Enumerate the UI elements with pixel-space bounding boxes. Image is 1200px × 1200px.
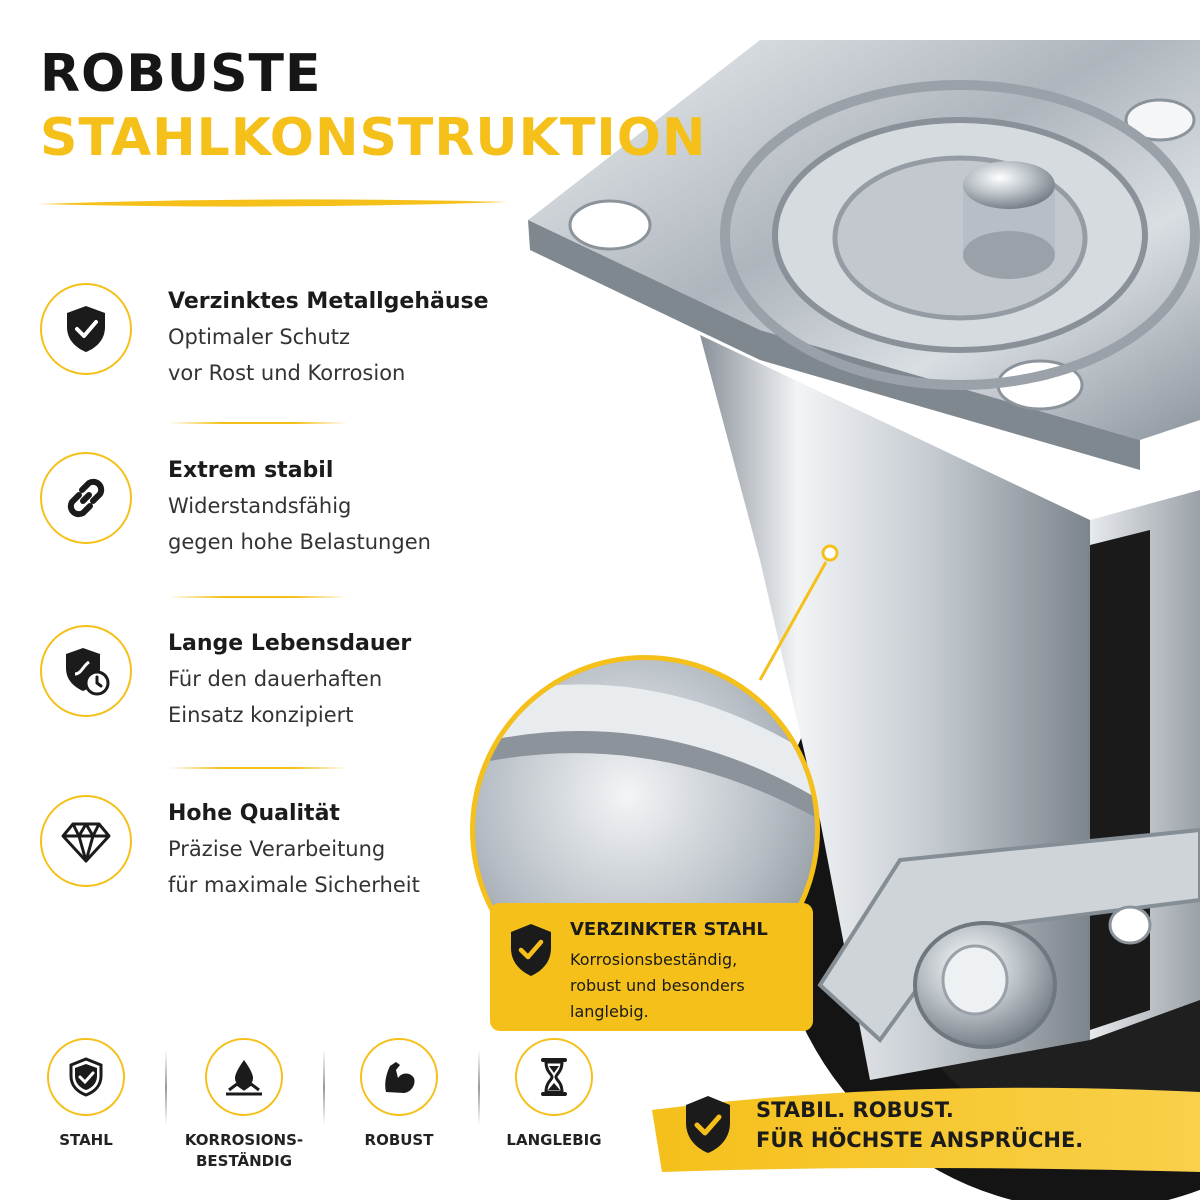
shield-check-icon	[67, 306, 105, 352]
chain-link-icon	[67, 478, 105, 518]
feature-divider	[168, 767, 348, 769]
feature-description-line-1: Präzise Verarbeitung	[168, 837, 386, 861]
headline-line-1: ROBUSTE	[40, 44, 322, 104]
shield-clock-icon	[66, 648, 110, 696]
badge-label: STAHL	[11, 1130, 161, 1151]
headline-line-2: STAHLKONSTRUKTION	[40, 108, 707, 168]
diamond-icon	[61, 822, 111, 863]
badge-label: LANGLEBIG	[479, 1130, 629, 1151]
badge-divider	[165, 1050, 167, 1125]
badge-divider	[478, 1050, 480, 1125]
feature-title: Extrem stabil	[168, 458, 334, 483]
feature-icon-ring	[40, 625, 132, 717]
callout-line-2: robust und besonders	[570, 976, 745, 995]
feature-description-line-2: für maximale Sicherheit	[168, 873, 420, 897]
feature-extremely-stable: Extrem stabil Widerstandsfähig gegen hoh…	[40, 452, 520, 562]
badge-steel: STAHL	[11, 1038, 161, 1151]
water-drop-icon	[226, 1060, 262, 1096]
badge-label-line-2: BESTÄNDIG	[195, 1152, 293, 1170]
badge-label-line-1: LANGLEBIG	[506, 1131, 602, 1149]
badge-label-line-1: STAHL	[59, 1131, 113, 1149]
badge-icon-ring	[515, 1038, 593, 1116]
feature-description-line-2: gegen hohe Belastungen	[168, 530, 431, 554]
tagline-banner: STABIL. ROBUST. FÜR HÖCHSTE ANSPRÜCHE.	[652, 1080, 1200, 1172]
callout-title: VERZINKTER STAHL	[570, 919, 768, 940]
badge-icon-ring	[47, 1038, 125, 1116]
headline-underline	[38, 199, 508, 207]
callout-line-3: langlebig.	[570, 1002, 649, 1021]
feature-icon-ring	[40, 452, 132, 544]
feature-description-line-2: vor Rost und Korrosion	[168, 361, 406, 385]
feature-description-line-1: Für den dauerhaften	[168, 667, 383, 691]
feature-description-line-2: Einsatz konzipiert	[168, 703, 354, 727]
hourglass-icon	[541, 1058, 567, 1096]
shield-check-icon	[511, 924, 551, 976]
badge-icon-ring	[205, 1038, 283, 1116]
feature-title: Lange Lebensdauer	[168, 631, 412, 656]
badge-label-line-1: ROBUST	[364, 1131, 434, 1149]
tagline-line-1: STABIL. ROBUST.	[756, 1098, 954, 1122]
callout-line-1: Korrosionsbeständig,	[570, 950, 738, 969]
feature-icon-ring	[40, 795, 132, 887]
shield-check-icon	[69, 1057, 103, 1097]
galvanized-steel-callout: VERZINKTER STAHL Korrosionsbeständig, ro…	[490, 903, 813, 1031]
feature-divider	[168, 596, 348, 598]
feature-title: Verzinktes Metallgehäuse	[168, 289, 489, 314]
flexed-arm-icon	[385, 1062, 415, 1093]
feature-high-quality: Hohe Qualität Präzise Verarbeitung für m…	[40, 795, 520, 905]
feature-description-line-1: Optimaler Schutz	[168, 325, 351, 349]
feature-title: Hohe Qualität	[168, 801, 340, 826]
badge-label: ROBUST	[324, 1130, 474, 1151]
badge-divider	[323, 1050, 325, 1125]
feature-long-life: Lange Lebensdauer Für den dauerhaften Ei…	[40, 625, 520, 735]
badge-durable: LANGLEBIG	[479, 1038, 629, 1151]
badge-robust: ROBUST	[324, 1038, 474, 1151]
feature-divider	[168, 422, 348, 424]
feature-description-line-1: Widerstandsfähig	[168, 494, 352, 518]
badge-corrosion-resistant: KORROSIONS- BESTÄNDIG	[169, 1038, 319, 1172]
badge-icon-ring	[360, 1038, 438, 1116]
tagline-line-2: FÜR HÖCHSTE ANSPRÜCHE.	[756, 1128, 1084, 1152]
badge-label: KORROSIONS- BESTÄNDIG	[169, 1130, 319, 1172]
shield-check-icon	[686, 1096, 730, 1153]
badge-label-line-1: KORROSIONS-	[184, 1131, 304, 1149]
feature-icon-ring	[40, 283, 132, 375]
feature-zinc-housing: Verzinktes Metallgehäuse Optimaler Schut…	[40, 283, 520, 393]
